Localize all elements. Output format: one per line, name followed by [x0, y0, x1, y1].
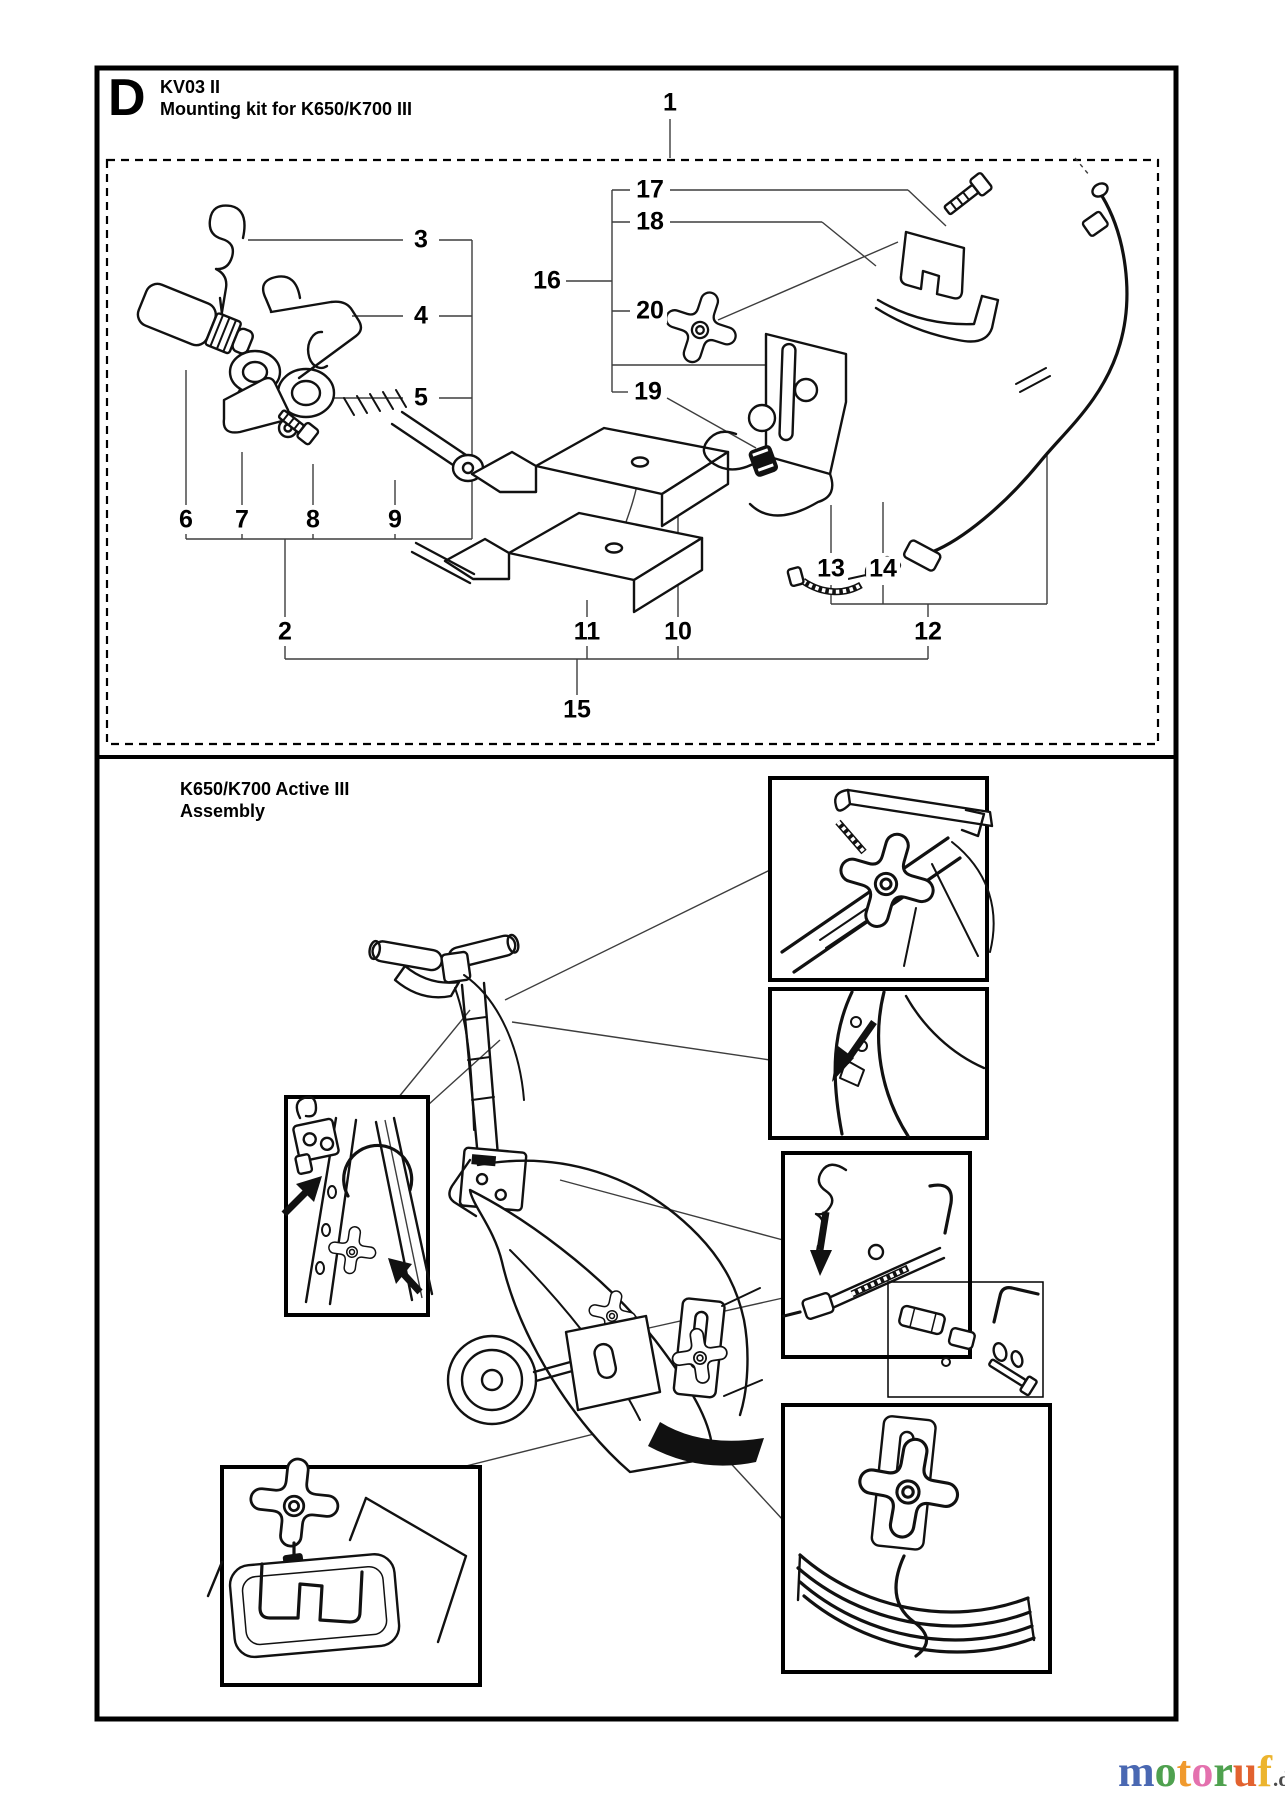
- callout-9: 9: [385, 507, 405, 533]
- inset-art-knob-top: [780, 788, 995, 974]
- part-cotter-pin-3: [208, 204, 246, 316]
- logo-letter: r: [1213, 1747, 1233, 1796]
- inset-box-exploded-parts: [887, 1281, 1044, 1398]
- panel-letter: D: [108, 69, 146, 127]
- motoruf-logo-letters: motoruf: [1118, 1750, 1272, 1794]
- assembly-title-line2: Assembly: [180, 801, 266, 821]
- callout-2: 2: [275, 619, 295, 645]
- logo-letter: f: [1257, 1747, 1272, 1796]
- inset-box-knob-plate: [781, 1403, 1052, 1674]
- part-bolt-8: [277, 409, 320, 446]
- logo-letter: t: [1176, 1747, 1192, 1796]
- inset-box-mast-clamp: [284, 1095, 430, 1317]
- callout-10: 10: [661, 619, 695, 645]
- inset-art-tank-knob: [206, 1453, 468, 1659]
- part-clamp-plate-11: [410, 511, 704, 614]
- part-clamp-plate-10: [470, 426, 730, 528]
- inset-box-tank-knob: [220, 1465, 482, 1687]
- kit-title: Mounting kit for K650/K700 III: [160, 99, 413, 119]
- part-star-knob-20: [654, 280, 748, 374]
- outer-frame: [94, 65, 1179, 1722]
- callout-16: 16: [530, 268, 564, 294]
- part-cable-end-13: [786, 566, 805, 588]
- callout-13: 13: [814, 556, 848, 582]
- callout-3: 3: [411, 227, 431, 253]
- callout-12: 12: [911, 619, 945, 645]
- logo-letter: u: [1232, 1747, 1258, 1796]
- inset-art-arrow: [832, 990, 986, 1138]
- motoruf-logo[interactable]: motoruf.de: [1118, 1750, 1285, 1794]
- part-handle-4: [261, 275, 363, 380]
- logo-letter: m: [1118, 1747, 1155, 1796]
- part-bracket-assembly-16: [702, 332, 848, 517]
- callout-7: 7: [232, 507, 252, 533]
- assembly-title-line1: K650/K700 Active III: [180, 779, 350, 799]
- callout-8: 8: [303, 507, 323, 533]
- part-grip-cylinder-6: [136, 282, 254, 355]
- callout-18: 18: [633, 209, 667, 235]
- callout-17: 17: [633, 177, 667, 203]
- logo-letter: o: [1191, 1747, 1214, 1796]
- inset-art-exploded-parts: [898, 1286, 1040, 1397]
- inset-box-arrow: [768, 987, 989, 1140]
- callout-1: 1: [660, 90, 680, 116]
- callout-11: 11: [570, 619, 604, 645]
- callout-14: 14: [866, 556, 900, 582]
- callout-20: 20: [633, 298, 667, 324]
- callout-4: 4: [411, 303, 431, 329]
- part-clamp-17-18: [874, 230, 1000, 343]
- kit-dashed-box: [105, 158, 1160, 746]
- kit-code: KV03 II: [160, 77, 221, 97]
- part-rubber-cap-19: [748, 445, 778, 477]
- part-retainer-ring-5: [306, 330, 329, 370]
- callout-19: 19: [631, 379, 665, 405]
- assembly-leader-lines: [397, 869, 784, 1521]
- callout-5: 5: [411, 385, 431, 411]
- motoruf-logo-suffix: .de: [1272, 1767, 1285, 1791]
- main-assembly-drawing: [368, 933, 764, 1474]
- inset-art-mast-clamp: [281, 1095, 434, 1306]
- inset-art-knob-plate: [796, 1415, 1036, 1658]
- inset-art-clip-spring: [782, 1163, 953, 1320]
- logo-letter: o: [1154, 1747, 1177, 1796]
- inset-box-knob-top: [768, 776, 989, 982]
- inset-box-clip-spring: [781, 1151, 972, 1359]
- callout-15: 15: [560, 697, 594, 723]
- callout-6: 6: [176, 507, 196, 533]
- part-bolt-17: [943, 172, 993, 216]
- part-spring-14: [801, 578, 863, 596]
